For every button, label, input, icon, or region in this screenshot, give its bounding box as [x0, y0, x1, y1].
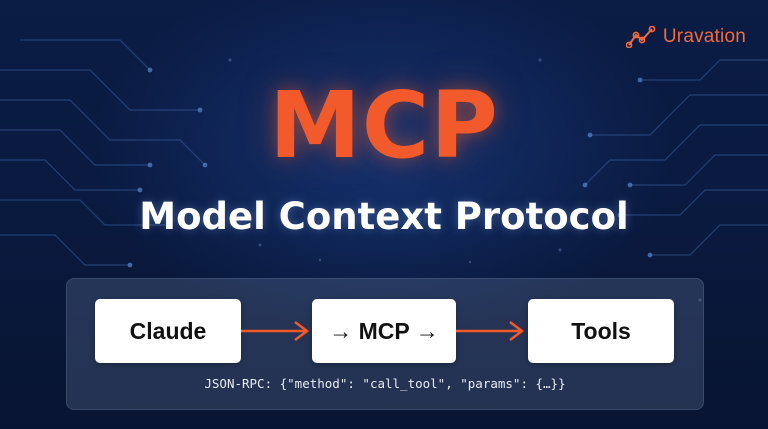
- arrow-right-icon: [241, 321, 310, 341]
- arrow-right-icon: [456, 321, 525, 341]
- brand-logo: Uravation: [625, 26, 746, 48]
- flow-diagram-panel: Claude → MCP → Tools JSON-RPC: {"method"…: [66, 278, 704, 410]
- json-rpc-caption: JSON-RPC: {"method": "call_tool", "param…: [204, 376, 566, 391]
- page-subtitle: Model Context Protocol: [139, 195, 629, 238]
- brand-name: Uravation: [662, 26, 746, 47]
- page-title: MCP: [269, 72, 499, 179]
- flow-step-tools: Tools: [528, 299, 674, 363]
- chart-line-icon: [625, 26, 656, 48]
- flow-step-claude: Claude: [95, 299, 241, 363]
- flow-step-mcp: → MCP →: [312, 299, 456, 363]
